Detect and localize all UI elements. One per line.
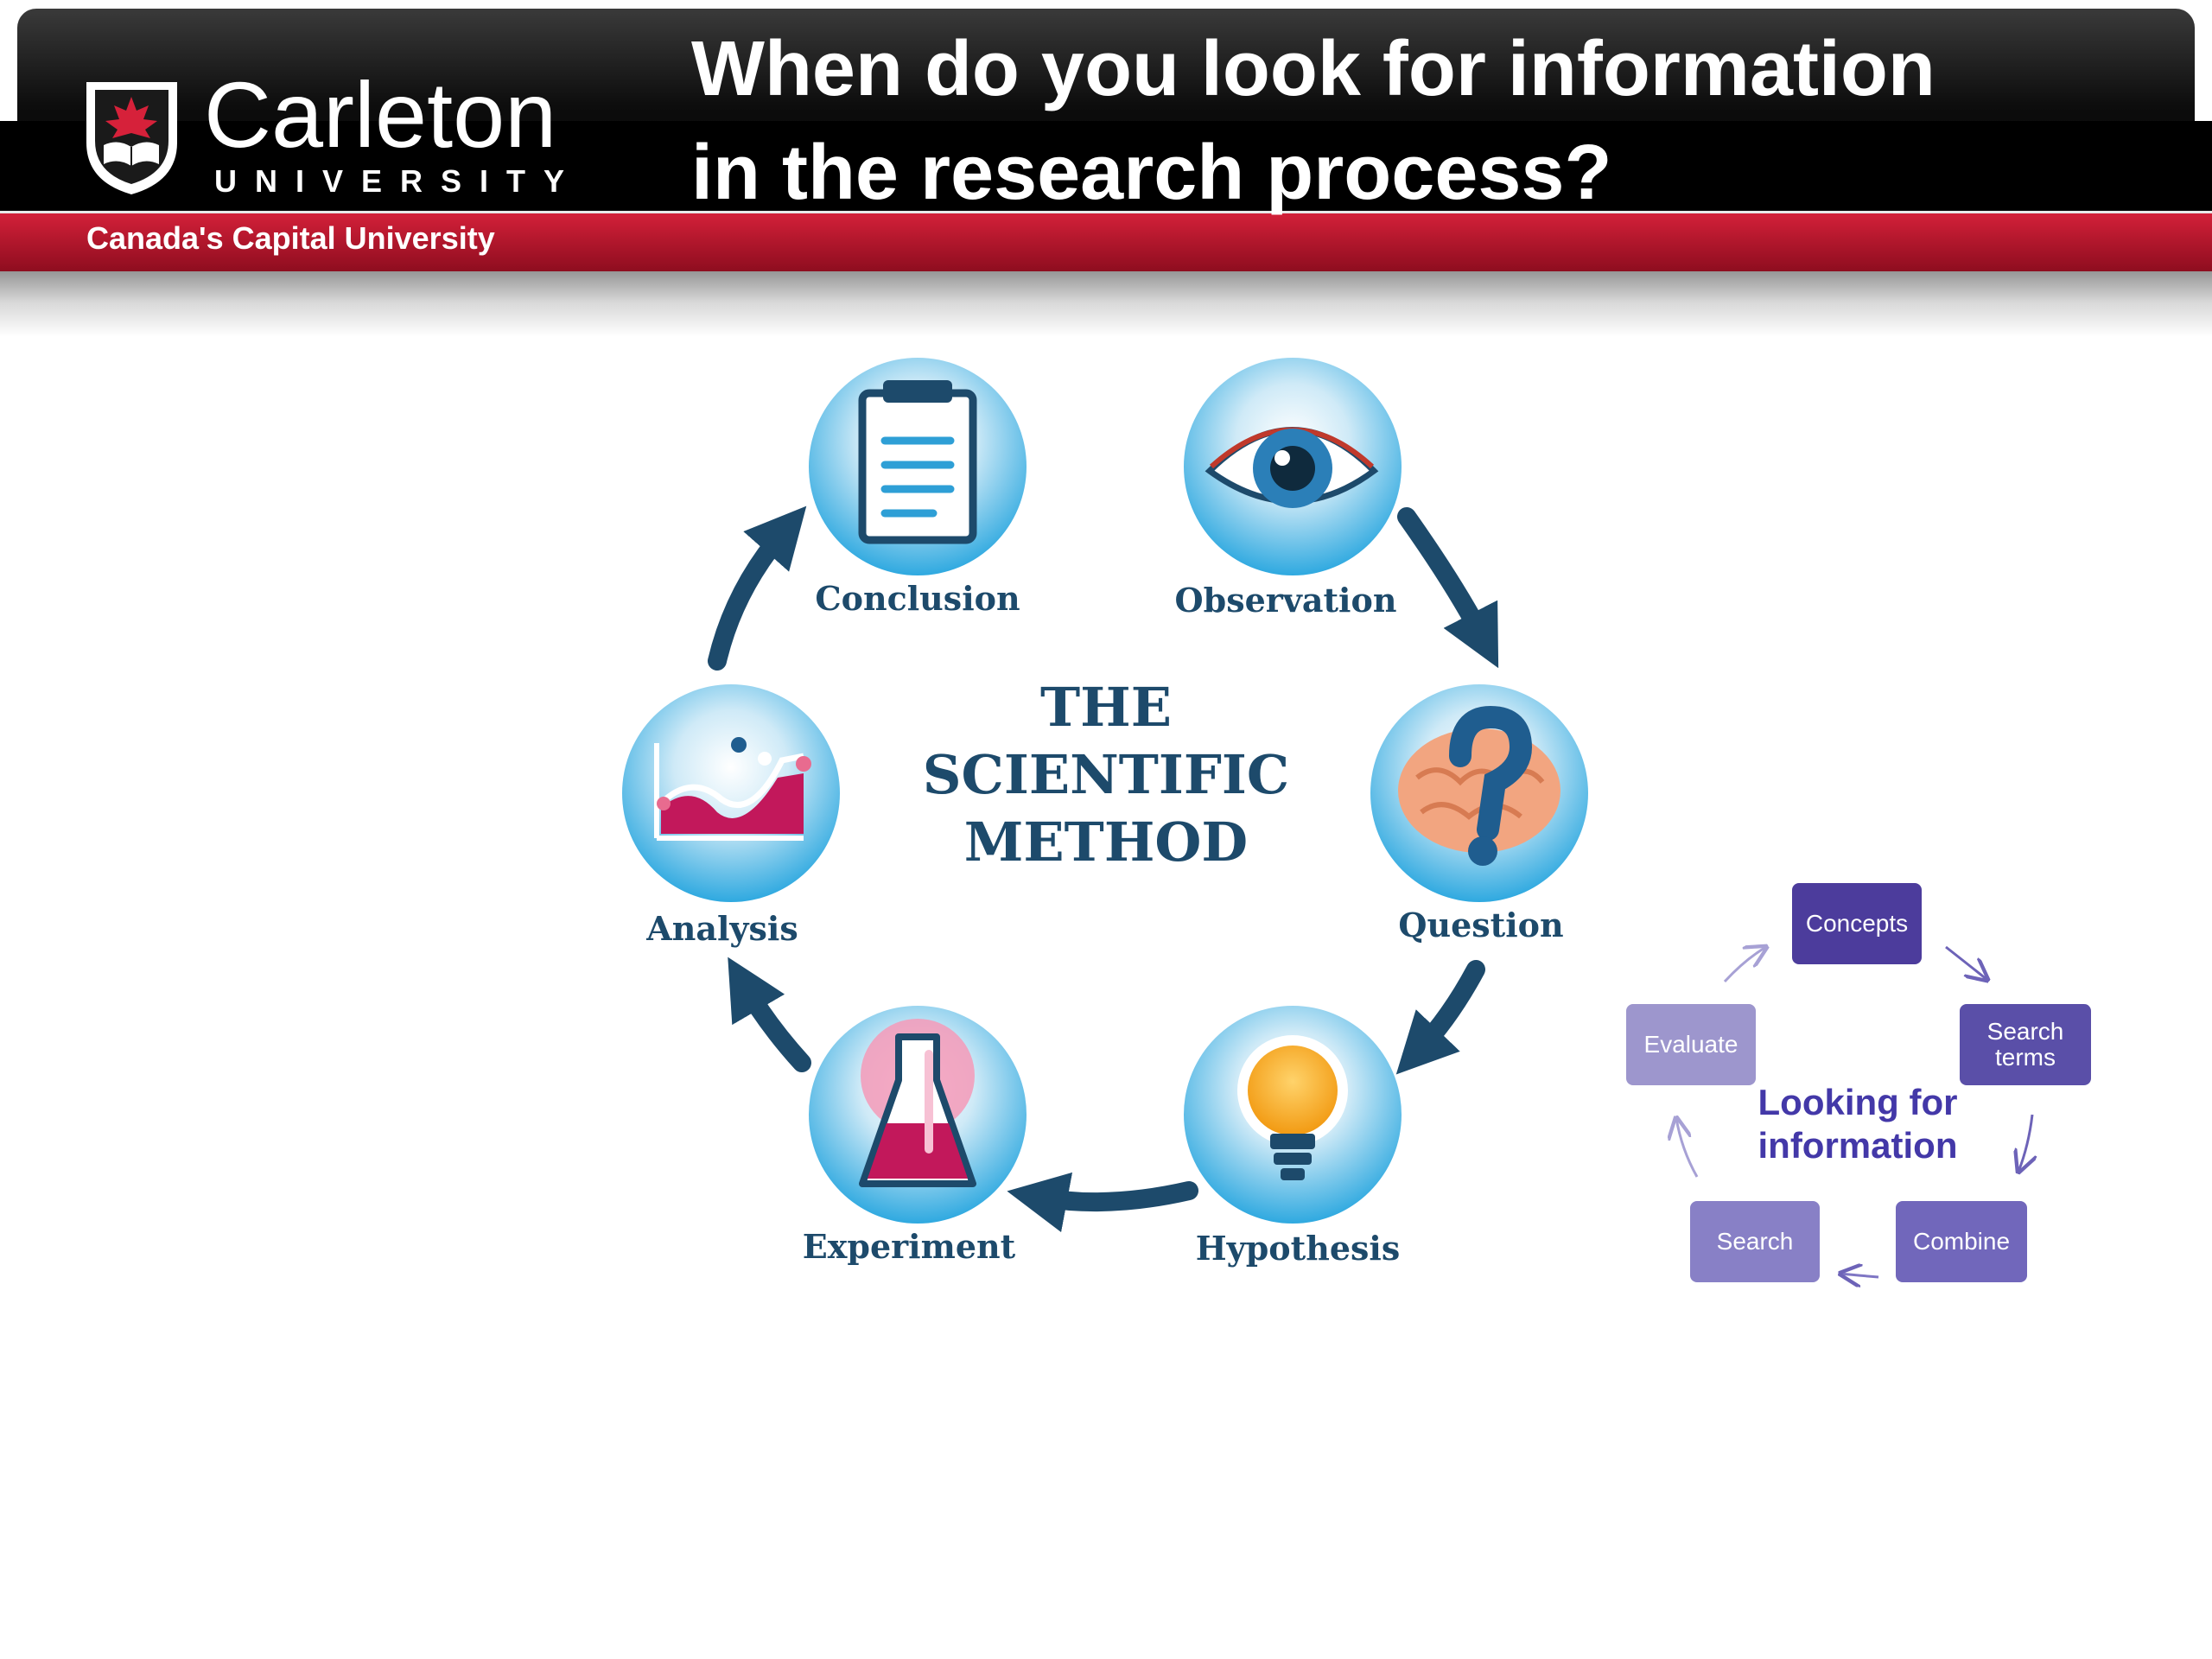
chart-icon bbox=[654, 737, 811, 841]
info-step-evaluate: Evaluate bbox=[1626, 1004, 1756, 1085]
info-step-label-concepts: Concepts bbox=[1806, 910, 1908, 937]
carleton-crest-icon bbox=[86, 82, 177, 194]
slide-title-line1: When do you look for information bbox=[691, 26, 1936, 112]
flask-icon bbox=[859, 1019, 976, 1187]
info-step-label-evaluate: Evaluate bbox=[1644, 1031, 1738, 1058]
step-experiment: Experiment bbox=[803, 1006, 1027, 1266]
info-step-label-search-terms-1: Search bbox=[1987, 1018, 2064, 1045]
step-label-observation: Observation bbox=[1175, 581, 1397, 620]
step-analysis: Analysis bbox=[622, 684, 840, 948]
header: Carleton UNIVERSITY Canada's Capital Uni… bbox=[0, 9, 2212, 337]
step-label-hypothesis: Hypothesis bbox=[1196, 1229, 1400, 1268]
arrow-hypothesis-to-experiment bbox=[1007, 1172, 1198, 1233]
logo-subtitle: UNIVERSITY bbox=[214, 163, 582, 199]
step-label-conclusion: Conclusion bbox=[815, 579, 1020, 618]
arrow-experiment-to-analysis bbox=[728, 957, 811, 1072]
method-center-line3: METHOD bbox=[964, 810, 1248, 874]
arrow-evaluate-to-concepts bbox=[1723, 947, 1766, 983]
arrow-search-to-evaluate bbox=[1676, 1118, 1699, 1178]
step-label-experiment: Experiment bbox=[803, 1227, 1016, 1266]
arrow-combine-to-search bbox=[1840, 1274, 1879, 1277]
info-cycle-center-line1: Looking for bbox=[1758, 1082, 1958, 1122]
header-bar-base bbox=[0, 121, 2212, 213]
info-cycle-center-line2: information bbox=[1758, 1125, 1958, 1166]
brain-question-icon bbox=[1398, 705, 1560, 866]
clipboard-icon bbox=[858, 380, 977, 544]
step-label-analysis: Analysis bbox=[645, 909, 798, 948]
arrow-question-to-hypothesis bbox=[1395, 960, 1485, 1075]
info-step-label-search-terms-2: terms bbox=[1995, 1044, 2056, 1071]
slide-title-line2: in the research process? bbox=[691, 130, 1611, 216]
arrow-concepts-to-searchterms bbox=[1945, 945, 1987, 980]
header-shadow bbox=[0, 268, 2212, 337]
arrow-analysis-to-conclusion bbox=[708, 505, 807, 671]
info-step-combine: Combine bbox=[1896, 1201, 2027, 1282]
logo-wordmark: Carleton bbox=[204, 62, 556, 167]
step-observation: Observation bbox=[1175, 358, 1402, 620]
arrow-observation-to-question bbox=[1397, 507, 1499, 669]
header-red-band bbox=[0, 211, 2212, 271]
info-step-search-terms: Search terms bbox=[1960, 1004, 2091, 1085]
cycle-arrows bbox=[708, 505, 1499, 1233]
info-step-concepts: Concepts bbox=[1792, 883, 1922, 964]
header-red-rule bbox=[0, 211, 2212, 213]
scientific-method-diagram: THE SCIENTIFIC METHOD Conclusion bbox=[622, 358, 1588, 1268]
method-center-line2: SCIENTIFIC bbox=[923, 743, 1290, 806]
logo-tagline: Canada's Capital University bbox=[86, 220, 495, 256]
arrow-searchterms-to-combine bbox=[2018, 1114, 2032, 1172]
lightbulb-icon bbox=[1237, 1035, 1348, 1180]
step-conclusion: Conclusion bbox=[809, 358, 1027, 618]
info-step-label-search: Search bbox=[1717, 1228, 1794, 1255]
method-center-line1: THE bbox=[1040, 676, 1172, 739]
info-step-label-combine: Combine bbox=[1913, 1228, 2010, 1255]
step-question: Question bbox=[1370, 684, 1588, 944]
info-cycle-diagram: Looking for information Concepts Search … bbox=[1626, 883, 2091, 1282]
step-label-question: Question bbox=[1398, 906, 1563, 944]
step-hypothesis: Hypothesis bbox=[1184, 1006, 1402, 1268]
info-step-search: Search bbox=[1690, 1201, 1820, 1282]
eye-icon bbox=[1205, 427, 1379, 508]
